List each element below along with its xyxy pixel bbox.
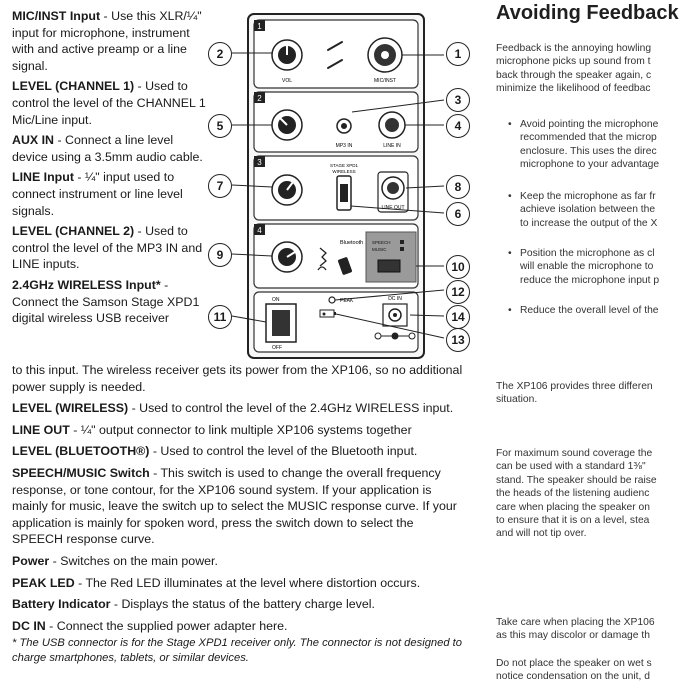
- bullet-1: • Avoid pointing the microphone recommen…: [508, 119, 660, 171]
- paragraph-placement: The XP106 provides three differen situat…: [496, 381, 653, 406]
- svg-text:MP3 IN: MP3 IN: [336, 143, 353, 149]
- svg-text:ON: ON: [272, 297, 280, 303]
- callout-13: 13: [446, 328, 470, 352]
- svg-text:WIRELESS: WIRELESS: [332, 169, 355, 174]
- item-aux-in: AUX IN - Connect a line level device usi…: [12, 133, 203, 164]
- callout-6: 6: [446, 202, 470, 226]
- item-speech-music: SPEECH/MUSIC Switch - This switch is use…: [12, 465, 457, 547]
- svg-text:DC IN: DC IN: [388, 296, 402, 302]
- callout-12: 12: [446, 280, 470, 304]
- svg-text:MIC/INST: MIC/INST: [374, 78, 396, 84]
- mic-guitar-icon: [327, 41, 343, 69]
- svg-text:LINE OUT: LINE OUT: [381, 205, 404, 211]
- item-wireless-input: 2.4GHz WIRELESS Input* - Connect the Sam…: [12, 277, 200, 326]
- usb-footnote: * The USB connector is for the Stage XPD…: [12, 637, 463, 664]
- callout-2: 2: [208, 42, 232, 66]
- item-mic-inst: MIC/INST Input - Use this XLR/¼" input f…: [12, 9, 202, 73]
- item-level-wireless: LEVEL (WIRELESS) - Used to control the l…: [12, 401, 454, 416]
- callout-3: 3: [446, 88, 470, 112]
- bullet-3: • Position the microphone as cl will ena…: [508, 248, 660, 286]
- item-power: Power - Switches on the main power.: [12, 553, 218, 568]
- intro-paragraph: Feedback is the annoying howling microph…: [496, 43, 652, 95]
- speech-music-switch-icon: [377, 259, 401, 273]
- item-level-ch2: LEVEL (CHANNEL 2) - Used to control the …: [12, 224, 203, 272]
- item-level-ch1: LEVEL (CHANNEL 1) - Used to control the …: [12, 79, 206, 127]
- dc-polarity-icon: [374, 332, 416, 340]
- paragraph-care: Take care when placing the XP106 as this…: [496, 617, 655, 642]
- peak-led-icon: [328, 296, 336, 304]
- callout-14: 14: [446, 305, 470, 329]
- item-level-bluetooth: LEVEL (BLUETOOTH®) - Used to control the…: [12, 444, 418, 459]
- phone-icon: [337, 257, 353, 275]
- svg-text:4: 4: [257, 226, 262, 235]
- svg-text:2: 2: [257, 94, 262, 103]
- callout-1: 1: [446, 42, 470, 66]
- callout-9: 9: [208, 243, 232, 267]
- callout-11: 11: [208, 305, 232, 329]
- svg-text:Bluetooth: Bluetooth: [340, 240, 363, 246]
- item-battery: Battery Indicator - Displays the status …: [12, 597, 375, 612]
- battery-icon: [319, 309, 335, 318]
- item-line-out: LINE OUT - ¼" output connector to link m…: [12, 422, 412, 437]
- panel-drawing: 1 VOL MIC/INST 2 MP3 IN LI: [231, 13, 445, 359]
- item-peak-led: PEAK LED - The Red LED illuminates at th…: [12, 575, 421, 590]
- callout-10: 10: [446, 255, 470, 279]
- item-dc-in: DC IN - Connect the supplied power adapt…: [12, 618, 288, 633]
- item-line-input: LINE Input - ¼" input used to connect in…: [12, 170, 183, 218]
- bullet-4: • Reduce the overall level of the: [508, 305, 659, 316]
- bullet-2: • Keep the microphone as far fr achieve …: [508, 191, 658, 229]
- callout-8: 8: [446, 175, 470, 199]
- svg-text:STAGE XPD1: STAGE XPD1: [330, 163, 358, 168]
- svg-text:OFF: OFF: [272, 345, 282, 351]
- channel-1-section: [253, 19, 419, 89]
- svg-text:SPEECH: SPEECH: [372, 240, 391, 245]
- feature-list-wide: to this input. The wireless receiver get…: [12, 362, 467, 670]
- paragraph-stand: For maximum sound coverage the can be us…: [496, 448, 657, 540]
- feature-list-left: MIC/INST Input - Use this XLR/¼" input f…: [12, 8, 212, 327]
- paragraph-wet: Do not place the speaker on wet s notice…: [496, 658, 652, 683]
- svg-text:LINE IN: LINE IN: [383, 143, 401, 149]
- callout-4: 4: [446, 114, 470, 138]
- svg-text:MUSIC: MUSIC: [372, 247, 387, 252]
- svg-text:3: 3: [257, 158, 262, 167]
- callout-7: 7: [208, 174, 232, 198]
- rear-panel-diagram: 1 VOL MIC/INST 2 MP3 IN LI: [200, 8, 480, 378]
- speech-music-section: [365, 231, 417, 283]
- svg-text:PEAK: PEAK: [340, 298, 354, 304]
- svg-text:1: 1: [257, 22, 262, 31]
- item-wireless-cont: to this input. The wireless receiver get…: [12, 363, 463, 394]
- svg-text:VOL: VOL: [282, 78, 292, 84]
- callout-5: 5: [208, 114, 232, 138]
- bluetooth-icon: [317, 247, 327, 271]
- channel-3-section: [253, 155, 419, 221]
- section-title: Avoiding Feedback: [496, 2, 679, 24]
